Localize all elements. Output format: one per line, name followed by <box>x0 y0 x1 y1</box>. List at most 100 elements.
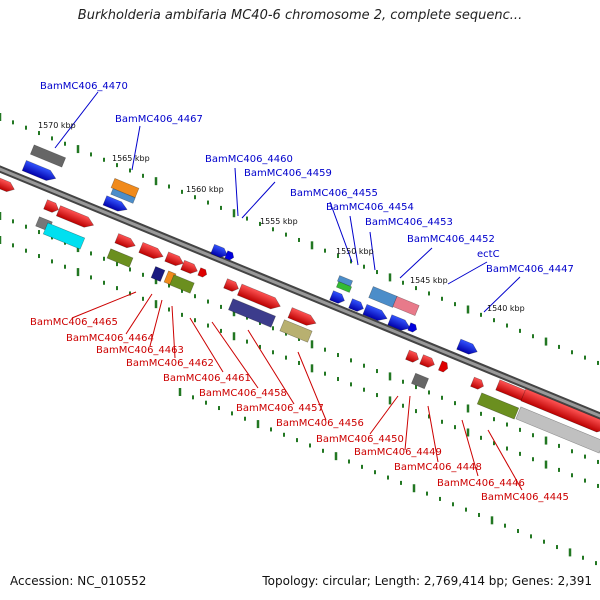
gene-feature <box>150 266 166 282</box>
gene-label[interactable]: BamMC406_4445 <box>481 492 569 503</box>
gene-label[interactable]: BamMC406_4470 <box>40 81 128 92</box>
gene-shape <box>456 338 478 355</box>
gene-shape <box>387 314 411 331</box>
gene-feature <box>29 144 67 168</box>
gene-feature <box>348 298 364 312</box>
gene-label[interactable]: BamMC406_4461 <box>163 373 251 384</box>
scale-label: 1545 kbp <box>410 276 448 285</box>
gene-label[interactable]: BamMC406_4446 <box>437 478 525 489</box>
gene-label[interactable]: BamMC406_4453 <box>365 217 453 228</box>
map-title: Burkholderia ambifaria MC40-6 chromosome… <box>77 8 523 23</box>
gene-feature <box>228 298 276 328</box>
gene-label[interactable]: BamMC406_4447 <box>486 264 574 275</box>
gene-label[interactable]: BamMC406_4460 <box>205 154 293 165</box>
gene-feature <box>387 314 411 331</box>
scale-label: 1540 kbp <box>487 304 525 313</box>
gene-shape <box>329 290 345 304</box>
gene-feature <box>407 322 418 333</box>
gene-label[interactable]: BamMC406_4456 <box>276 418 364 429</box>
gene-label[interactable]: BamMC406_4467 <box>115 114 203 125</box>
gene-label[interactable]: BamMC406_4452 <box>407 234 495 245</box>
gene-shape <box>55 205 95 228</box>
gene-label[interactable]: BamMC406_4458 <box>199 388 287 399</box>
leader-line <box>211 321 259 389</box>
scale-label: 1560 kbp <box>186 185 224 194</box>
gene-shape <box>236 283 281 310</box>
gene-feature <box>419 354 435 368</box>
gene-feature <box>438 360 449 373</box>
gene-feature <box>42 222 86 250</box>
gene-label[interactable]: ectC <box>477 249 500 260</box>
gene-feature <box>405 349 419 363</box>
genome-summary-text: Topology: circular; Length: 2,769,414 bp… <box>262 574 592 588</box>
gene-feature <box>392 295 420 317</box>
leader-line <box>427 405 439 463</box>
gene-feature <box>102 195 128 212</box>
gene-label[interactable]: BamMC406_4455 <box>290 188 378 199</box>
gene-feature <box>106 248 134 268</box>
gene-shape <box>114 233 136 249</box>
gene-feature <box>180 259 198 274</box>
gene-feature <box>224 250 235 261</box>
leader-line <box>241 181 276 219</box>
gene-label[interactable]: BamMC406_4448 <box>394 462 482 473</box>
leader-line <box>487 429 523 491</box>
leader-line <box>404 395 411 451</box>
gene-feature <box>476 392 520 420</box>
leader-line <box>125 293 153 335</box>
gene-label[interactable]: BamMC406_4462 <box>126 358 214 369</box>
gene-shape <box>405 349 419 363</box>
gene-label[interactable]: BamMC406_4454 <box>326 202 414 213</box>
gene-shape <box>335 281 353 293</box>
gene-shape <box>520 388 600 433</box>
gene-shape <box>228 298 276 328</box>
leader-line <box>297 351 327 421</box>
gene-label[interactable]: BamMC406_4450 <box>316 434 404 445</box>
gene-feature <box>114 233 136 249</box>
scale-label: 1550 kbp <box>336 247 374 256</box>
leader-line <box>54 91 99 149</box>
gene-feature <box>279 319 313 343</box>
gene-shape <box>224 250 235 261</box>
gene-feature <box>236 283 281 310</box>
gene-feature <box>55 205 95 228</box>
gene-shape <box>43 199 59 213</box>
gene-feature <box>456 338 478 355</box>
gene-feature <box>515 406 600 454</box>
leader-line <box>131 125 141 171</box>
gene-shape <box>210 243 228 258</box>
gene-label[interactable]: BamMC406_4465 <box>30 317 118 328</box>
chromosome-backbone <box>0 165 600 420</box>
gene-feature <box>329 290 345 304</box>
leader-line <box>399 247 433 279</box>
gene-shape <box>164 251 184 266</box>
gene-shape <box>42 222 86 250</box>
gene-shape <box>407 322 418 333</box>
gene-shape <box>102 195 128 212</box>
gene-feature <box>110 188 136 204</box>
leader-line <box>329 201 353 263</box>
gene-label[interactable]: BamMC406_4463 <box>96 345 184 356</box>
leader-line <box>247 329 295 405</box>
gene-shape <box>362 303 388 321</box>
reverse-gene-labels: BamMC406_4465 BamMC406_4464 BamMC406_446… <box>30 317 569 503</box>
gene-shape <box>197 267 208 278</box>
scale-label: 1555 kbp <box>260 217 298 226</box>
gene-feature <box>210 243 228 258</box>
gene-shape <box>169 274 195 294</box>
gene-label[interactable]: BamMC406_4459 <box>244 168 332 179</box>
label-leader-lines <box>54 91 523 491</box>
leader-line <box>461 419 479 477</box>
gene-label[interactable]: BamMC406_4449 <box>354 447 442 458</box>
gene-shape <box>150 266 166 282</box>
gene-shape <box>419 354 435 368</box>
gene-feature <box>335 281 353 293</box>
gene-feature <box>368 286 398 308</box>
gene-shape <box>476 392 520 420</box>
gene-label[interactable]: BamMC406_4457 <box>236 403 324 414</box>
leader-line <box>447 261 488 285</box>
leader-line <box>349 215 359 266</box>
gene-label[interactable]: BamMC406_4464 <box>66 333 154 344</box>
